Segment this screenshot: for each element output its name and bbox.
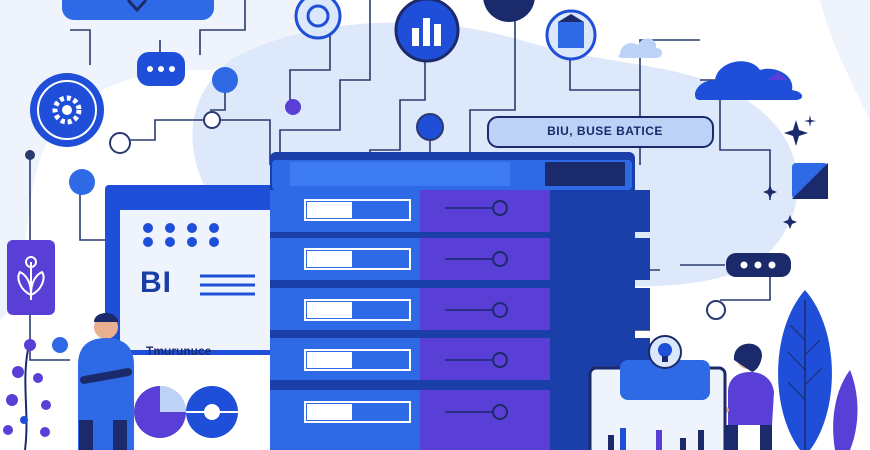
- caption-label: Tmurunuce: [146, 344, 212, 358]
- leaf-icon: [778, 290, 858, 450]
- server-unit: [270, 190, 650, 232]
- lightbulb-icon: [648, 335, 682, 369]
- server-unit: [270, 288, 650, 330]
- gear-icon: [30, 73, 104, 147]
- board-panel: [588, 360, 727, 450]
- top-banner: [62, 0, 214, 20]
- download-icon: [483, 0, 535, 22]
- cloud-icon: [617, 38, 803, 100]
- pill-banner: [487, 116, 714, 148]
- sparkle-icon: [763, 115, 816, 229]
- bi-label: BI: [140, 266, 172, 299]
- pill-label: BIU, BUSE BATICE: [547, 124, 663, 138]
- plant-icon: [7, 240, 55, 315]
- pie-chart-left: [134, 386, 186, 438]
- person-woman: [709, 343, 774, 450]
- server-unit: [270, 238, 650, 280]
- cube-icon: [545, 9, 597, 61]
- gear-small-icon: [294, 0, 342, 40]
- person-man: [78, 313, 134, 450]
- pie-chart-right: [186, 386, 238, 438]
- flower-icon: [3, 339, 51, 450]
- chat-bubble-icon: [726, 253, 791, 277]
- server-unit: [270, 390, 650, 450]
- tag-icon: [792, 163, 828, 199]
- network-nodes: [25, 67, 726, 353]
- chat-bubble-icon: [137, 52, 185, 86]
- bar-chart-icon: [394, 0, 460, 63]
- server-unit: [270, 338, 650, 380]
